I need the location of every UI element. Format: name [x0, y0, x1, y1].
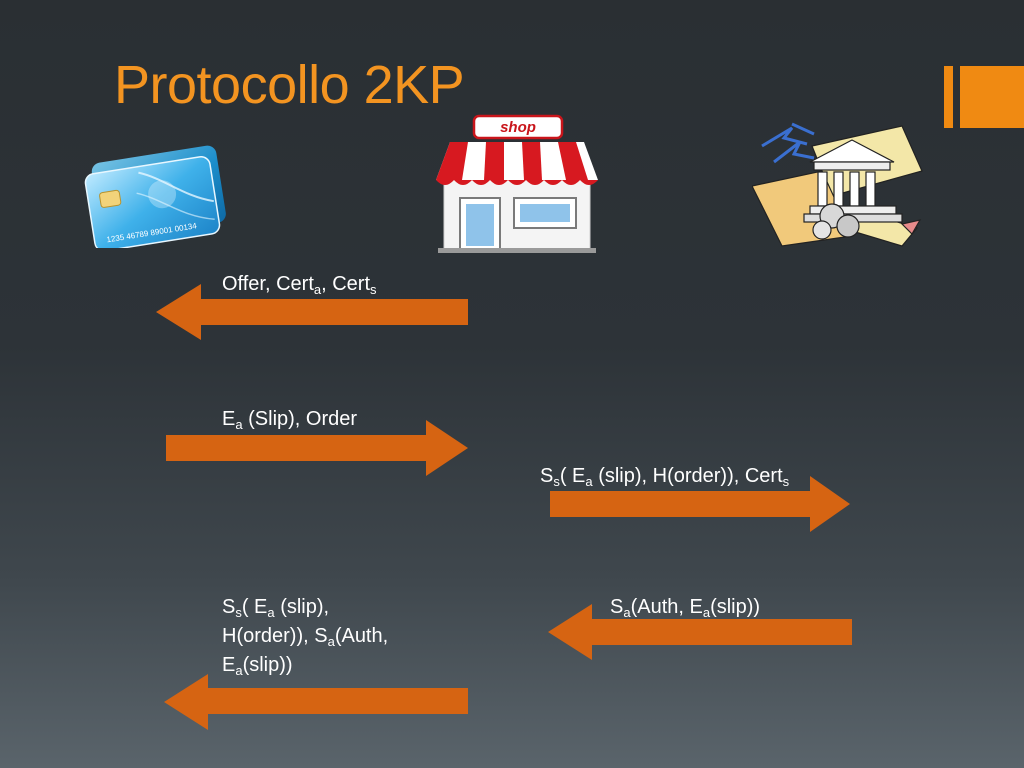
shop-icon: shop	[436, 114, 598, 253]
svg-text:shop: shop	[500, 119, 536, 136]
label-offer-certs: Offer, Certa, Certs	[222, 273, 377, 297]
label-final-line-3: Ea(slip))	[222, 654, 293, 678]
label-final-message: Ss( Ea (slip), H(order)), Sa(Auth, Ea(sl…	[222, 593, 388, 680]
arrow-slip-order-right	[166, 420, 468, 476]
credit-card-icon: 1235 46789 89001 00134	[84, 145, 226, 248]
label-slip-order: Ea (Slip), Order	[222, 408, 358, 432]
arrow-auth-request-right	[550, 476, 850, 532]
arrow-offer-left	[156, 284, 468, 340]
corner-accent-mark	[944, 66, 1024, 128]
bank-icon	[752, 122, 923, 247]
arrow-final-left	[164, 674, 468, 730]
slide-title: Protocollo 2KP	[114, 55, 465, 115]
label-final-line-1: Ss( Ea (slip),	[222, 596, 330, 620]
arrow-auth-response-left	[548, 604, 852, 660]
label-auth-request: Ss( Ea (slip), H(order)), Certs	[540, 465, 790, 489]
label-auth-response: Sa(Auth, Ea(slip))	[610, 596, 761, 620]
label-final-line-2: H(order)), Sa(Auth,	[222, 625, 389, 649]
